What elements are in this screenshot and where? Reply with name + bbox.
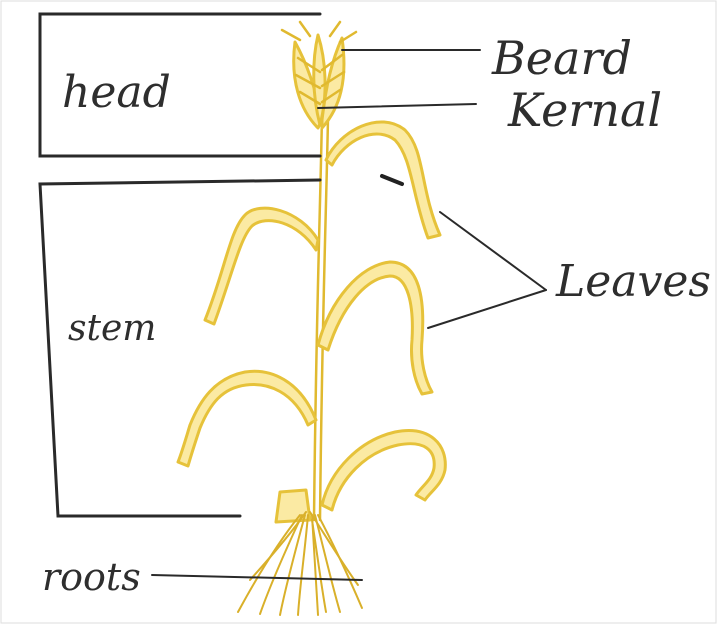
middle-left-leaf [205, 208, 318, 324]
label-beard: Beard [491, 31, 632, 85]
wheat-plant [178, 22, 445, 615]
label-kernal: Kernal [507, 83, 662, 137]
label-stem: stem [68, 308, 156, 349]
label-roots: roots [42, 555, 141, 599]
roots-cluster [238, 512, 362, 615]
lower-right-leaf [322, 431, 445, 510]
kernal-leader-line [318, 104, 476, 108]
mark-dash [382, 176, 402, 184]
lower-left-leaf [178, 371, 316, 466]
leaves-leader-line-lower [428, 290, 546, 328]
middle-right-leaf [318, 262, 432, 394]
leaves-leader-line-upper [440, 212, 546, 290]
label-head: head [62, 67, 171, 118]
flag-leaf [326, 122, 440, 238]
wheat-ear [282, 22, 356, 128]
label-leaves: Leaves [555, 256, 711, 307]
